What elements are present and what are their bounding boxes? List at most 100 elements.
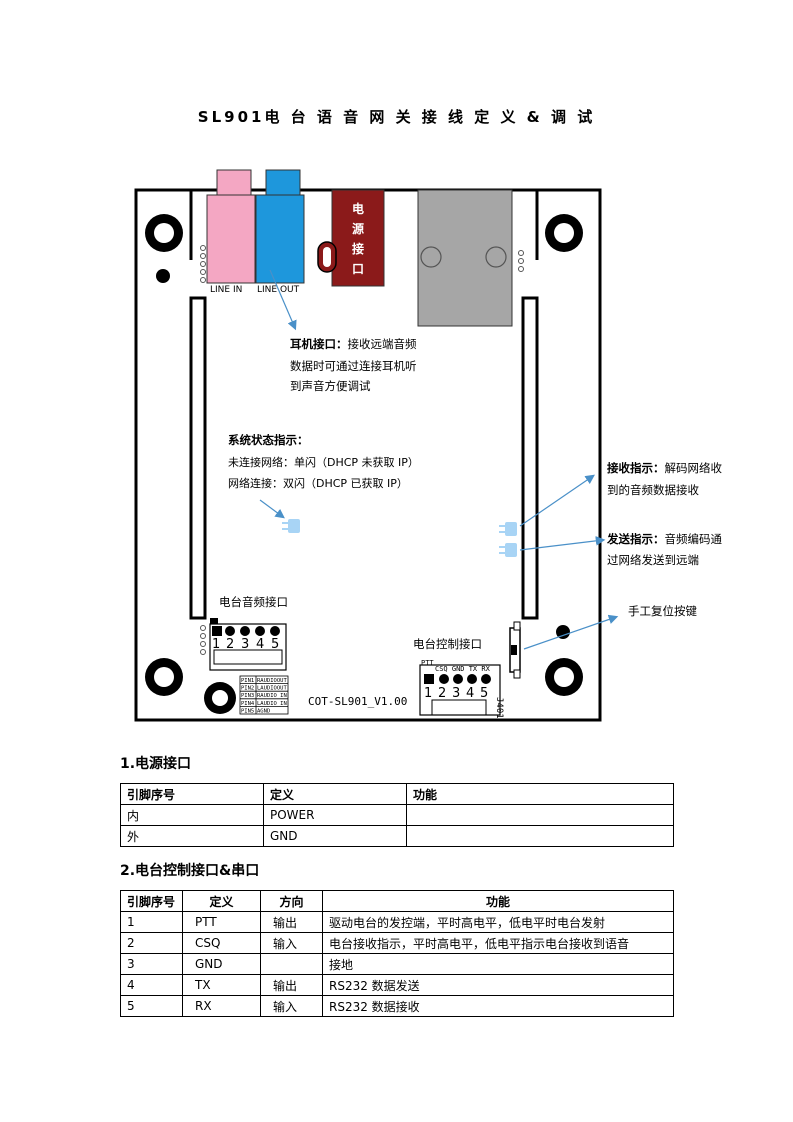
- table-cell: 输入: [260, 932, 323, 954]
- table-cell: 输入: [260, 995, 323, 1017]
- power-table-header-pin: 引脚序号: [120, 783, 264, 805]
- reset-arrow: [523, 614, 619, 650]
- svg-text:耳机接口：接收远端音频: 耳机接口：接收远端音频: [290, 337, 417, 351]
- table-cell: 1: [120, 911, 183, 933]
- left-side-slot: [189, 296, 207, 620]
- earphone-line-2: 数据时可通过连接耳机听: [290, 359, 417, 373]
- reset-label: 手工复位按键: [628, 604, 697, 618]
- table-row: 3 GND 接地: [120, 953, 674, 975]
- rx-line-2: 到的音频数据接收: [607, 483, 699, 497]
- rx-line-1: 解码网络收: [665, 461, 723, 475]
- table-row: 1 PTT 输出 驱动电台的发控端，平时高电平，低电平时电台发射: [120, 911, 674, 933]
- page-title: SL901电 台 语 音 网 关 接 线 定 义 & 调 试: [197, 108, 596, 126]
- fiducial-dot-right: [556, 625, 570, 639]
- table-cell: TX: [182, 974, 261, 996]
- right-side-slot: [521, 296, 539, 620]
- line-in-label: LINE IN: [210, 285, 242, 295]
- audio-port-header: [209, 618, 287, 671]
- fiducial-dot-left: [156, 269, 170, 283]
- table-cell: 2: [120, 932, 183, 954]
- table-cell: 4: [120, 974, 183, 996]
- audio-pin-1: 1: [212, 637, 220, 652]
- earphone-line-1: 接收远端音频: [348, 337, 417, 351]
- tx-arrow: [519, 536, 606, 551]
- table-cell: 驱动电台的发控端，平时高电平，低电平时电台发射: [322, 911, 674, 933]
- line-in-jack: [206, 169, 256, 284]
- table-cell: 输出: [260, 911, 323, 933]
- power-connector: 电 源 接 口: [317, 189, 385, 287]
- rx-title: 接收指示：: [607, 461, 665, 475]
- tx-line-2: 过网络发送到远端: [607, 553, 699, 567]
- svg-text:接收指示：解码网络收: 接收指示：解码网络收: [607, 461, 722, 475]
- mounting-hole-top-left: [145, 214, 183, 252]
- table-cell: [406, 825, 674, 847]
- audio-pin-5: 5: [271, 637, 279, 652]
- mounting-hole-bottom-center: [204, 682, 236, 714]
- table-cell: [260, 953, 323, 975]
- control-table-header-func: 功能: [322, 890, 674, 912]
- control-pin-3: 3: [452, 686, 460, 701]
- ethernet-jack: [417, 189, 513, 327]
- control-table-header-dir: 方向: [260, 890, 323, 912]
- audio-port-label: 电台音频接口: [219, 595, 288, 609]
- table-row: 外 GND: [120, 825, 674, 847]
- table-cell: RS232 数据发送: [322, 974, 674, 996]
- left-pin-dots: [200, 245, 206, 283]
- audio-table-pin-4: PIN4: [241, 701, 255, 707]
- table-cell: [406, 804, 674, 826]
- control-table-header-def: 定义: [182, 890, 261, 912]
- table-cell: CSQ: [182, 932, 261, 954]
- table-cell: 电台接收指示，平时高电平，低电平指示电台接收到语音: [322, 932, 674, 954]
- table-row: 2 CSQ 输入 电台接收指示，平时高电平，低电平指示电台接收到语音: [120, 932, 674, 954]
- audio-table-pin-5: PIN5: [241, 708, 254, 714]
- control-port-header: [419, 664, 501, 716]
- mounting-hole-bottom-right: [545, 658, 583, 696]
- table-cell: 内: [120, 804, 264, 826]
- audio-table-func-3: RAUDIO IN: [257, 693, 287, 699]
- table-cell: 3: [120, 953, 183, 975]
- power-table-header-func: 功能: [406, 783, 674, 805]
- status-title: 系统状态指示：: [228, 433, 309, 447]
- status-led: [282, 519, 300, 533]
- reset-button: [509, 621, 521, 679]
- tx-led: [499, 543, 517, 557]
- audio-pin-table: [239, 675, 289, 715]
- audio-pin-2: 2: [226, 637, 234, 652]
- right-pin-dots: [518, 250, 524, 272]
- rx-led: [499, 522, 517, 536]
- control-pin-5: 5: [480, 686, 488, 701]
- audio-table-func-5: AGND: [257, 708, 270, 714]
- audio-pin-4: 4: [256, 637, 264, 652]
- model-label: COT-SL901_V1.00: [308, 695, 407, 708]
- earphone-title: 耳机接口：: [290, 337, 348, 351]
- mounting-hole-bottom-left: [145, 658, 183, 696]
- mounting-hole-top-right: [545, 214, 583, 252]
- table-cell: GND: [182, 953, 261, 975]
- control-table-header-pin: 引脚序号: [120, 890, 183, 912]
- connector-id: J401: [494, 697, 504, 719]
- table-cell: GND: [263, 825, 407, 847]
- bottom-left-pin-dots: [200, 625, 206, 655]
- table-cell: 输出: [260, 974, 323, 996]
- power-table-header-def: 定义: [263, 783, 407, 805]
- tx-title: 发送指示：: [606, 532, 665, 546]
- power-label-4: 口: [352, 262, 364, 276]
- table-cell: RS232 数据接收: [322, 995, 674, 1017]
- control-table: 引脚序号 定义 方向 功能 1 PTT 输出 驱动电台的发控端，平时高电平，低电…: [120, 890, 674, 1017]
- table-cell: POWER: [263, 804, 407, 826]
- control-pin-1: 1: [424, 686, 432, 701]
- audio-table-func-4: LAUDIO IN: [257, 701, 287, 707]
- power-label-1: 电: [352, 201, 364, 216]
- power-label-2: 源: [352, 221, 364, 236]
- board-diagram: LINE IN LINE OUT 电 源 接 口 耳机接口：接收远端音: [134, 169, 722, 722]
- table-row: 4 TX 输出 RS232 数据发送: [120, 974, 674, 996]
- status-line-1: 未连接网络：单闪（DHCP 未获取 IP）: [228, 455, 419, 469]
- section2-title: 2.电台控制接口&串口: [120, 863, 260, 879]
- audio-pin-3: 3: [241, 637, 249, 652]
- audio-table-pin-3: PIN3: [241, 693, 254, 699]
- control-port-label: 电台控制接口: [413, 637, 482, 651]
- table-cell: 5: [120, 995, 183, 1017]
- svg-text:发送指示：音频编码通: 发送指示：音频编码通: [606, 532, 722, 546]
- control-pin-2: 2: [438, 686, 446, 701]
- audio-table-func-1: RAUDIOOUT: [257, 678, 287, 684]
